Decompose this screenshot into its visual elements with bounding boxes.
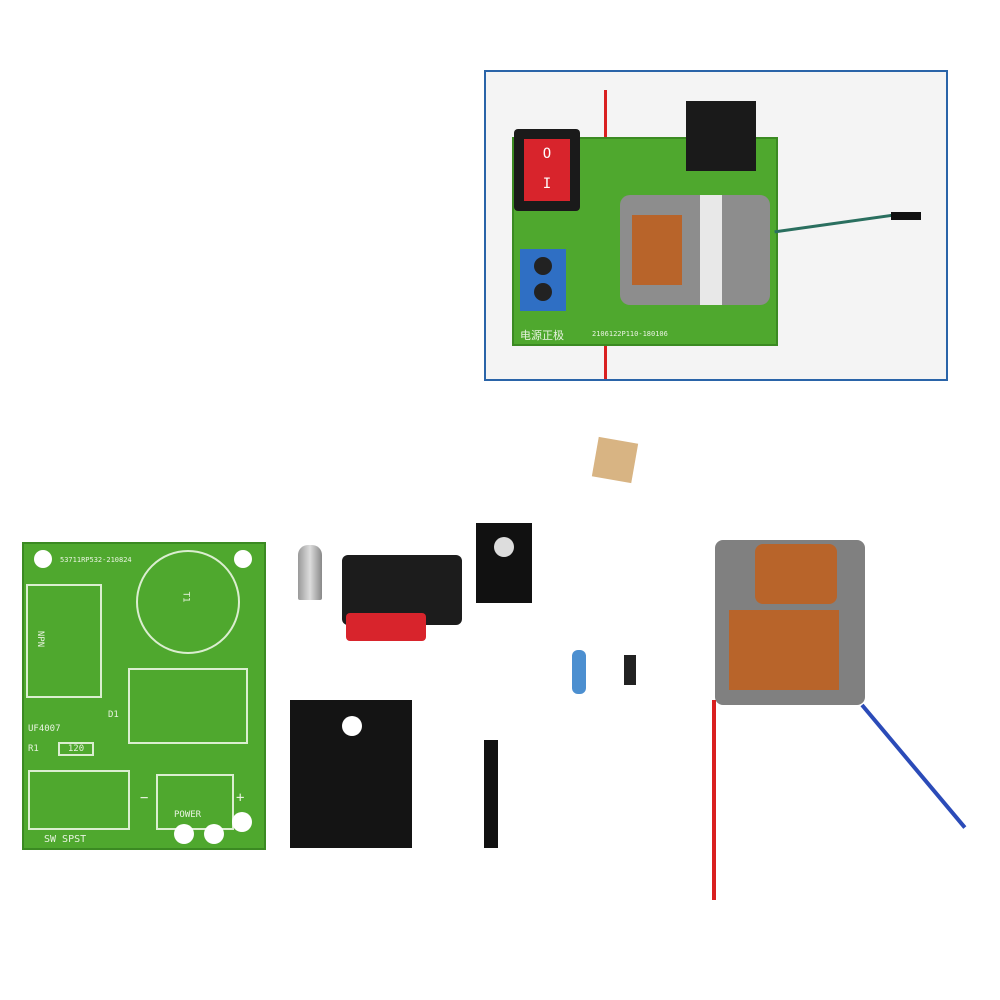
transistor-footprint: NPN bbox=[26, 584, 102, 698]
assembled-board-inset: O I 电源正极 2106122P110-180106 bbox=[484, 70, 948, 381]
transistor-part bbox=[476, 523, 532, 603]
plus-sign: + bbox=[236, 790, 245, 806]
board-label-cn: 电源正极 bbox=[520, 329, 564, 342]
resistor-part bbox=[572, 650, 586, 694]
power-label: POWER bbox=[174, 810, 202, 820]
switch-footprint bbox=[28, 770, 130, 830]
switch-off-symbol: O bbox=[542, 146, 552, 162]
power-footprint bbox=[156, 774, 234, 830]
transformer-label: T1 bbox=[180, 591, 191, 603]
pin-header-small bbox=[891, 212, 921, 220]
assembled-pcb: O I 电源正极 2106122P110-180106 bbox=[512, 101, 778, 346]
hv-transformer bbox=[620, 195, 770, 305]
heatsink-part bbox=[290, 700, 412, 848]
minus-sign: − bbox=[140, 790, 149, 806]
screw-terminal bbox=[520, 249, 566, 311]
rocker-switch: O I bbox=[514, 129, 580, 211]
bare-pcb: 53711RP532-210824 T1 NPN D1 UF4007 R1 12… bbox=[22, 542, 266, 850]
switch-on-symbol: I bbox=[542, 176, 552, 192]
screw bbox=[298, 545, 322, 600]
pcb-code: 53711RP532-210824 bbox=[60, 556, 132, 564]
transistor-label: NPN bbox=[35, 630, 46, 648]
diode-ref: D1 bbox=[108, 710, 119, 720]
coil-footprint bbox=[128, 668, 248, 744]
transformer-footprint: T1 bbox=[136, 550, 240, 654]
coil-blue-wire bbox=[860, 703, 967, 829]
resistor-value: 120 bbox=[58, 742, 94, 756]
diode-part: UF4007 bbox=[28, 724, 61, 734]
diode-part bbox=[624, 655, 636, 685]
coil-red-wire bbox=[712, 700, 716, 900]
board-code: 2106122P110-180106 bbox=[592, 330, 668, 338]
resistor-ref: R1 bbox=[28, 744, 39, 754]
rocker-switch-part bbox=[342, 555, 462, 641]
output-wire bbox=[774, 213, 894, 234]
switch-label: SW SPST bbox=[44, 834, 87, 845]
resistor-tape bbox=[591, 436, 639, 484]
hv-coil-part bbox=[715, 540, 865, 705]
pin-header-part bbox=[484, 740, 498, 848]
heatsink bbox=[686, 101, 756, 171]
